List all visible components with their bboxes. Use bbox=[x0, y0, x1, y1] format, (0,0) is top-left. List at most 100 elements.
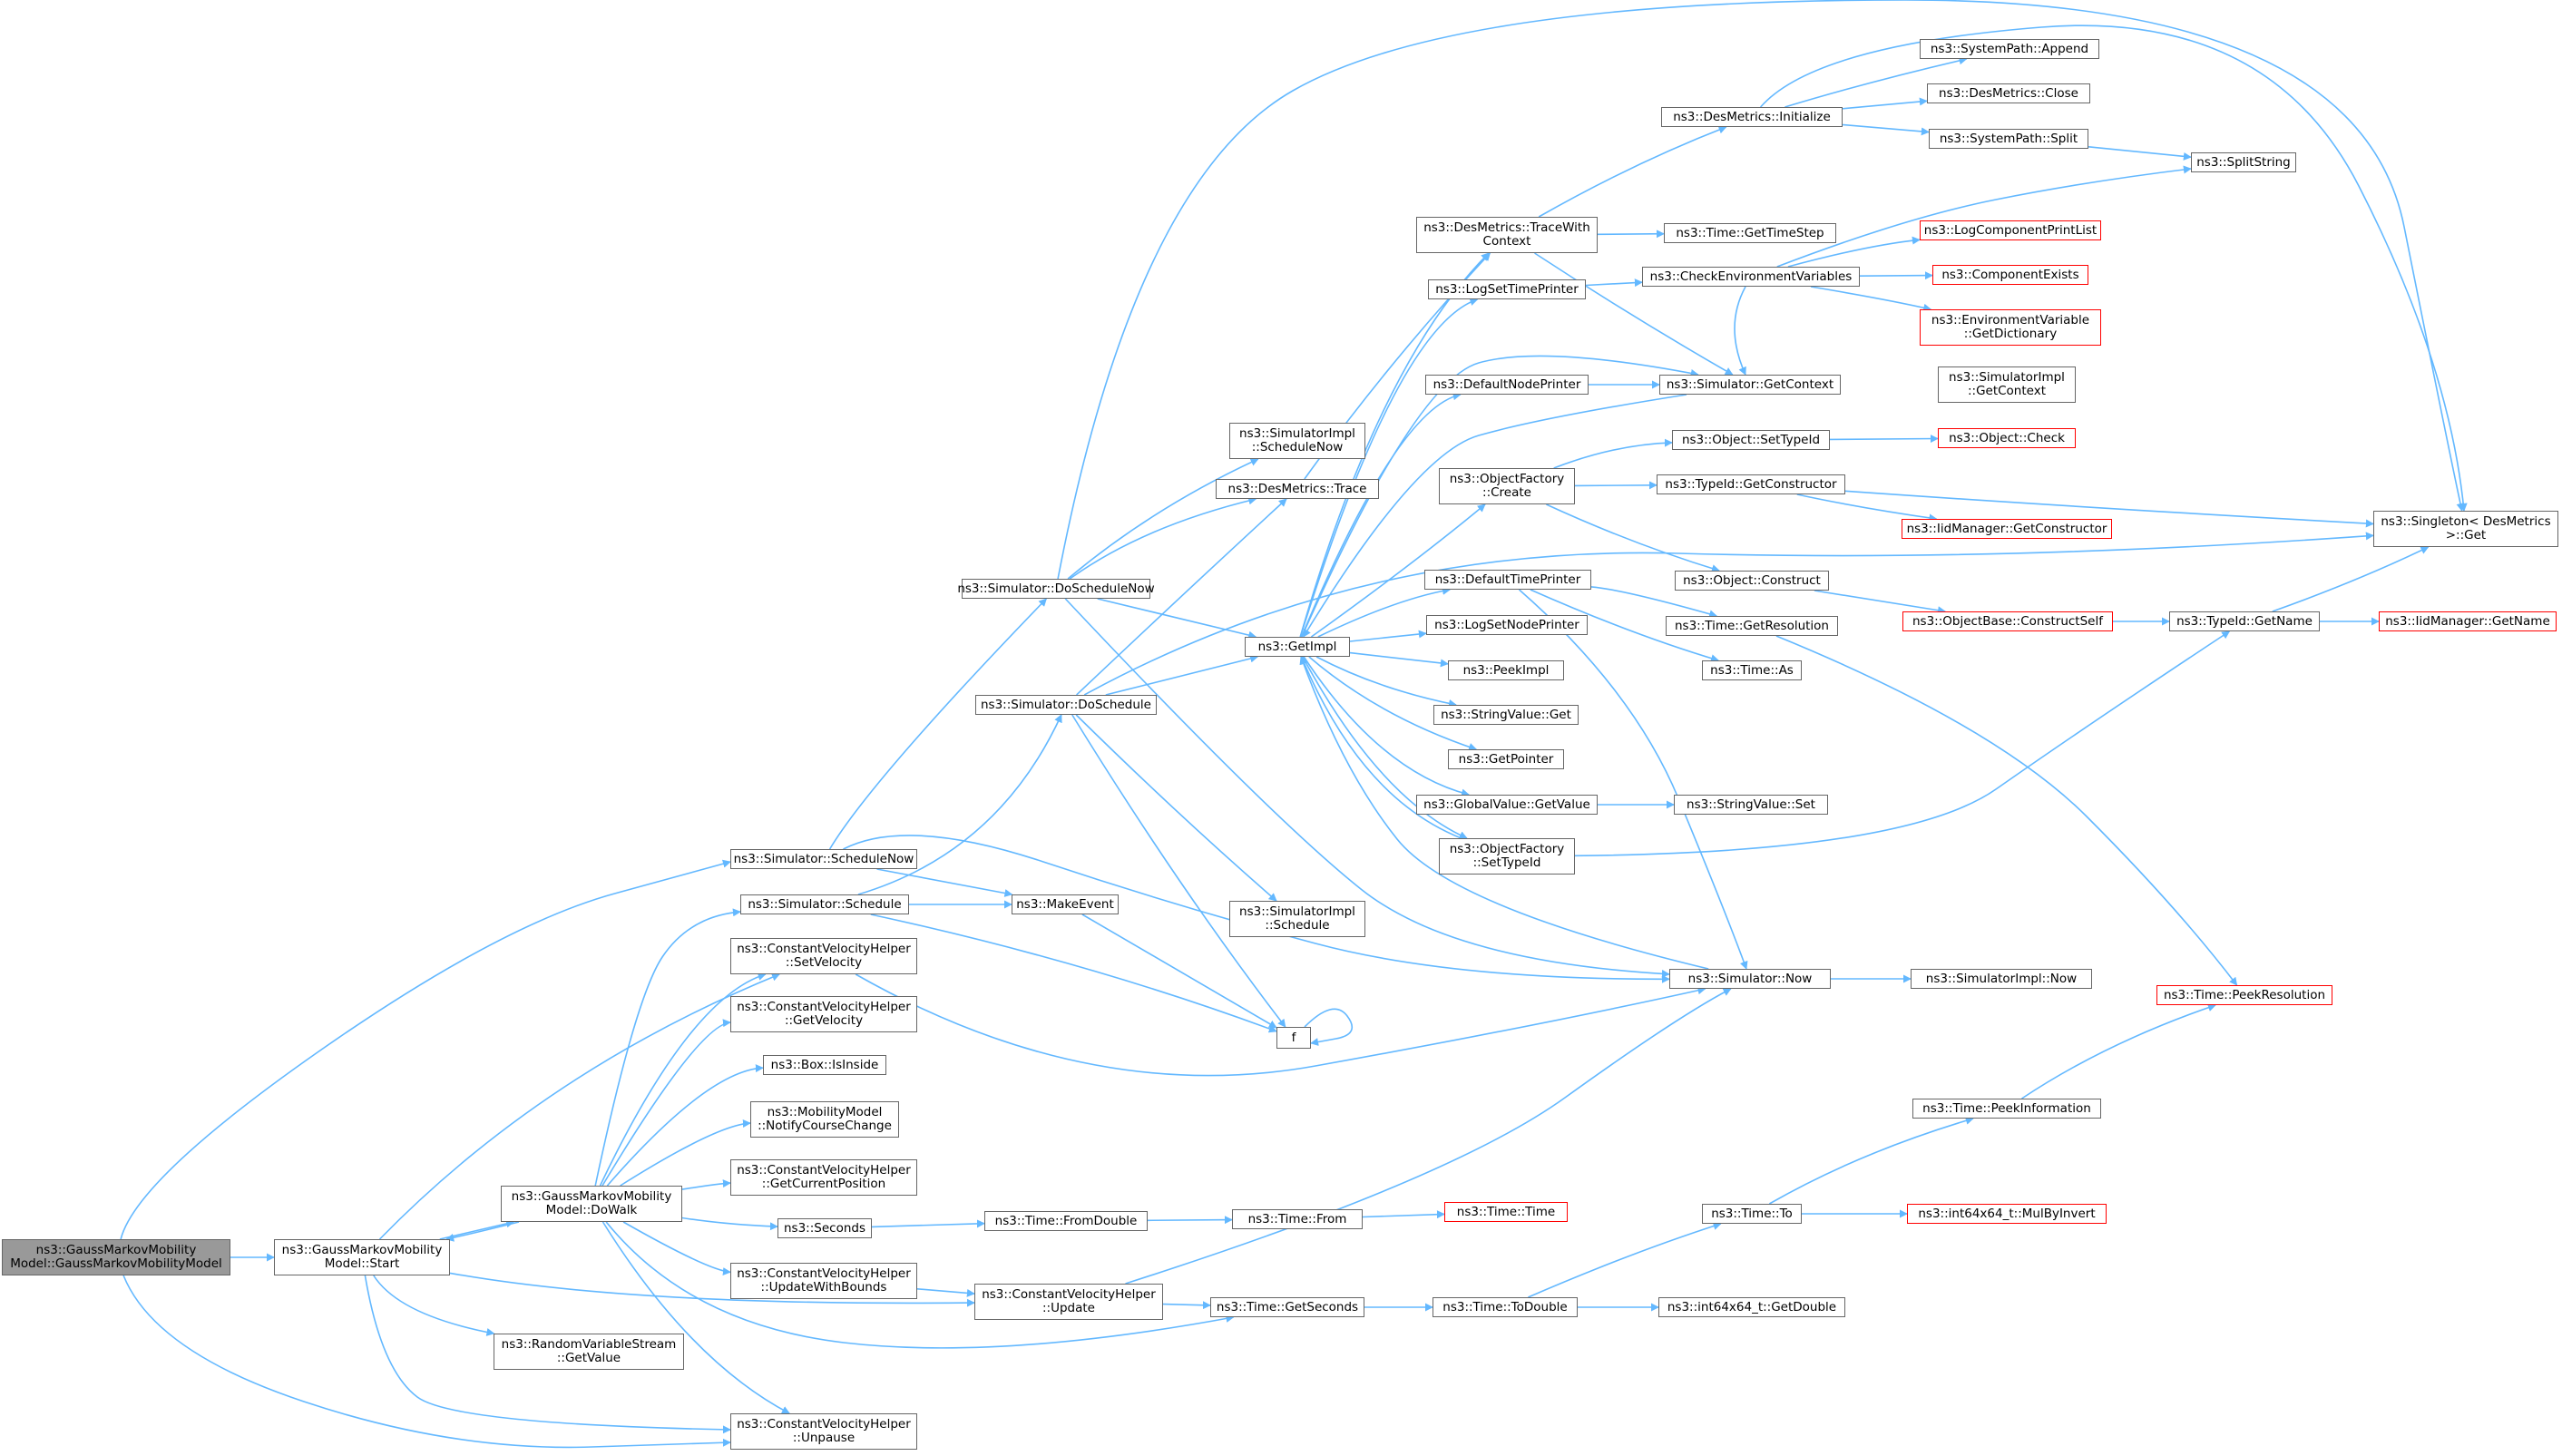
call-edge-spsplit-to-splitstring bbox=[2088, 146, 2192, 161]
call-edge-makeevent-to-f bbox=[1081, 914, 1277, 1029]
node-dminit[interactable]: ns3::DesMetrics::Initialize bbox=[1661, 107, 1843, 127]
node-checkenv[interactable]: ns3::CheckEnvironmentVariables bbox=[1642, 267, 1860, 287]
node-spappend[interactable]: ns3::SystemPath::Append bbox=[1920, 39, 2099, 59]
node-getres[interactable]: ns3::Time::GetResolution bbox=[1666, 616, 1838, 636]
node-peekimpl[interactable]: ns3::PeekImpl bbox=[1448, 660, 1564, 680]
node-unpause[interactable]: ns3::ConstantVelocityHelper ::Unpause bbox=[730, 1413, 917, 1450]
call-edge-getimpl-to-svget bbox=[1315, 656, 1457, 708]
node-tidgetname[interactable]: ns3::TypeId::GetName bbox=[2169, 611, 2320, 631]
node-gvget[interactable]: ns3::GlobalValue::GetValue bbox=[1416, 795, 1598, 815]
node-fromdouble[interactable]: ns3::Time::FromDouble bbox=[984, 1211, 1148, 1231]
node-simnow[interactable]: ns3::Simulator::Now bbox=[1669, 969, 1831, 989]
call-edge-dowalk-to-getvel bbox=[601, 1019, 731, 1187]
node-isinside[interactable]: ns3::Box::IsInside bbox=[763, 1055, 886, 1075]
call-edge-peekinfo-to-peekres bbox=[2021, 1003, 2216, 1099]
node-timetime[interactable]: ns3::Time::Time bbox=[1444, 1202, 1568, 1222]
call-edge-getimpl-to-simctx bbox=[1301, 355, 1699, 638]
call-edge-getres-to-peekres bbox=[1775, 635, 2238, 986]
node-timeas[interactable]: ns3::Time::As bbox=[1702, 660, 1802, 680]
call-edge-dowalk-to-isinside bbox=[606, 1064, 764, 1187]
node-spsplit[interactable]: ns3::SystemPath::Split bbox=[1929, 129, 2088, 149]
call-edge-dmtwc-to-gettimestep bbox=[1597, 230, 1665, 239]
node-mulbyinv[interactable]: ns3::int64x64_t::MulByInvert bbox=[1907, 1204, 2107, 1224]
node-todouble[interactable]: ns3::Time::ToDouble bbox=[1433, 1297, 1578, 1317]
node-logsnp[interactable]: ns3::LogSetNodePrinter bbox=[1426, 615, 1588, 635]
node-updbounds[interactable]: ns3::ConstantVelocityHelper ::UpdateWith… bbox=[730, 1263, 917, 1299]
call-edge-schednow-to-makeevent bbox=[876, 868, 1013, 897]
node-ofcreate[interactable]: ns3::ObjectFactory ::Create bbox=[1439, 468, 1575, 504]
node-splitstring[interactable]: ns3::SplitString bbox=[2191, 152, 2296, 172]
node-curpos[interactable]: ns3::ConstantVelocityHelper ::GetCurrent… bbox=[730, 1159, 917, 1196]
node-gettimestep[interactable]: ns3::Time::GetTimeStep bbox=[1664, 223, 1836, 243]
node-getvel[interactable]: ns3::ConstantVelocityHelper ::GetVelocit… bbox=[730, 996, 917, 1032]
call-edge-objconstruct-to-obconstructself bbox=[1814, 590, 1946, 615]
call-edge-dosched-to-f bbox=[1071, 714, 1286, 1028]
node-objcheck[interactable]: ns3::Object::Check bbox=[1938, 428, 2076, 448]
node-root[interactable]: ns3::GaussMarkovMobility Model::GaussMar… bbox=[2, 1239, 230, 1275]
node-svset[interactable]: ns3::StringValue::Set bbox=[1674, 795, 1828, 815]
node-ofset[interactable]: ns3::ObjectFactory ::SetTypeId bbox=[1439, 838, 1575, 875]
node-dmclose[interactable]: ns3::DesMetrics::Close bbox=[1927, 83, 2090, 103]
node-implsnow[interactable]: ns3::SimulatorImpl ::ScheduleNow bbox=[1229, 423, 1365, 459]
node-getptr[interactable]: ns3::GetPointer bbox=[1448, 749, 1564, 769]
node-notify[interactable]: ns3::MobilityModel ::NotifyCourseChange bbox=[750, 1101, 899, 1138]
node-compexists[interactable]: ns3::ComponentExists bbox=[1932, 265, 2088, 285]
call-edge-dmtwc-to-dminit bbox=[1538, 125, 1727, 218]
call-edge-tidgetname-to-singleton bbox=[2272, 546, 2430, 612]
node-implnow[interactable]: ns3::SimulatorImpl::Now bbox=[1911, 969, 2092, 989]
node-update[interactable]: ns3::ConstantVelocityHelper ::Update bbox=[974, 1284, 1163, 1320]
node-peekinfo[interactable]: ns3::Time::PeekInformation bbox=[1912, 1099, 2101, 1119]
node-iidgetname[interactable]: ns3::IidManager::GetName bbox=[2379, 611, 2557, 631]
call-edge-updbounds-to-update bbox=[916, 1288, 975, 1297]
call-edge-fromdouble-to-timefrom bbox=[1147, 1216, 1233, 1225]
call-edge-dminit-to-spappend bbox=[1785, 56, 1968, 108]
node-dmtrace[interactable]: ns3::DesMetrics::Trace bbox=[1216, 479, 1379, 499]
node-timefrom[interactable]: ns3::Time::From bbox=[1232, 1209, 1363, 1229]
call-edge-schedule-to-f bbox=[870, 914, 1277, 1033]
node-rvs[interactable]: ns3::RandomVariableStream ::GetValue bbox=[494, 1334, 684, 1370]
node-seconds[interactable]: ns3::Seconds bbox=[777, 1218, 872, 1238]
node-schedule[interactable]: ns3::Simulator::Schedule bbox=[740, 894, 909, 914]
node-deftime[interactable]: ns3::DefaultTimePrinter bbox=[1424, 570, 1591, 590]
node-dosnow[interactable]: ns3::Simulator::DoScheduleNow bbox=[957, 579, 1155, 599]
node-iidctor[interactable]: ns3::IidManager::GetConstructor bbox=[1902, 519, 2112, 539]
node-logstp[interactable]: ns3::LogSetTimePrinter bbox=[1428, 279, 1586, 299]
node-implctx[interactable]: ns3::SimulatorImpl ::GetContext bbox=[1938, 366, 2076, 403]
call-edge-getimpl-to-getptr bbox=[1308, 656, 1478, 751]
call-edge-getimpl-to-ofcreate bbox=[1310, 503, 1486, 638]
node-dowalk[interactable]: ns3::GaussMarkovMobility Model::DoWalk bbox=[501, 1186, 682, 1222]
node-timeto[interactable]: ns3::Time::To bbox=[1702, 1204, 1802, 1224]
node-obconstructself[interactable]: ns3::ObjectBase::ConstructSelf bbox=[1902, 611, 2113, 631]
node-start[interactable]: ns3::GaussMarkovMobility Model::Start bbox=[274, 1239, 450, 1275]
node-tidctor[interactable]: ns3::TypeId::GetConstructor bbox=[1657, 474, 1845, 494]
call-edge-dowalk-to-start bbox=[445, 1221, 520, 1242]
call-edge-checkenv-to-compexists bbox=[1859, 271, 1933, 280]
node-dosched[interactable]: ns3::Simulator::DoSchedule bbox=[975, 695, 1157, 715]
node-setvel[interactable]: ns3::ConstantVelocityHelper ::SetVelocit… bbox=[730, 938, 917, 974]
node-objconstruct[interactable]: ns3::Object::Construct bbox=[1675, 571, 1829, 591]
node-makeevent[interactable]: ns3::MakeEvent bbox=[1012, 894, 1119, 914]
node-simctx[interactable]: ns3::Simulator::GetContext bbox=[1659, 375, 1841, 395]
node-logcpl[interactable]: ns3::LogComponentPrintList bbox=[1920, 220, 2101, 240]
node-getimpl[interactable]: ns3::GetImpl bbox=[1245, 637, 1350, 657]
node-f[interactable]: f bbox=[1276, 1027, 1311, 1049]
node-getseconds[interactable]: ns3::Time::GetSeconds bbox=[1210, 1297, 1364, 1317]
call-edge-todouble-to-timeto bbox=[1528, 1222, 1722, 1298]
node-envdict[interactable]: ns3::EnvironmentVariable ::GetDictionary bbox=[1920, 309, 2101, 346]
call-edge-dosnow-to-simnow bbox=[1064, 598, 1670, 978]
node-objsettid[interactable]: ns3::Object::SetTypeId bbox=[1672, 430, 1830, 450]
call-edge-dowalk-to-schedule bbox=[594, 908, 741, 1187]
node-peekres[interactable]: ns3::Time::PeekResolution bbox=[2156, 985, 2332, 1005]
call-edge-root-to-unpause bbox=[122, 1275, 731, 1449]
call-edge-dowalk-to-setvel bbox=[599, 972, 767, 1187]
node-schednow[interactable]: ns3::Simulator::ScheduleNow bbox=[730, 849, 917, 869]
call-edge-checkenv-to-splitstring bbox=[1776, 165, 2192, 268]
node-svget[interactable]: ns3::StringValue::Get bbox=[1433, 705, 1579, 725]
node-defnode[interactable]: ns3::DefaultNodePrinter bbox=[1425, 375, 1589, 395]
node-i64getdouble[interactable]: ns3::int64x64_t::GetDouble bbox=[1658, 1297, 1845, 1317]
call-edge-deftime-to-simnow bbox=[1518, 589, 1748, 970]
node-singleton[interactable]: ns3::Singleton< DesMetrics >::Get bbox=[2373, 511, 2558, 547]
node-implsched[interactable]: ns3::SimulatorImpl ::Schedule bbox=[1229, 901, 1365, 937]
node-dmtwc[interactable]: ns3::DesMetrics::TraceWith Context bbox=[1416, 217, 1598, 253]
call-edge-start-to-dowalk bbox=[439, 1219, 515, 1240]
